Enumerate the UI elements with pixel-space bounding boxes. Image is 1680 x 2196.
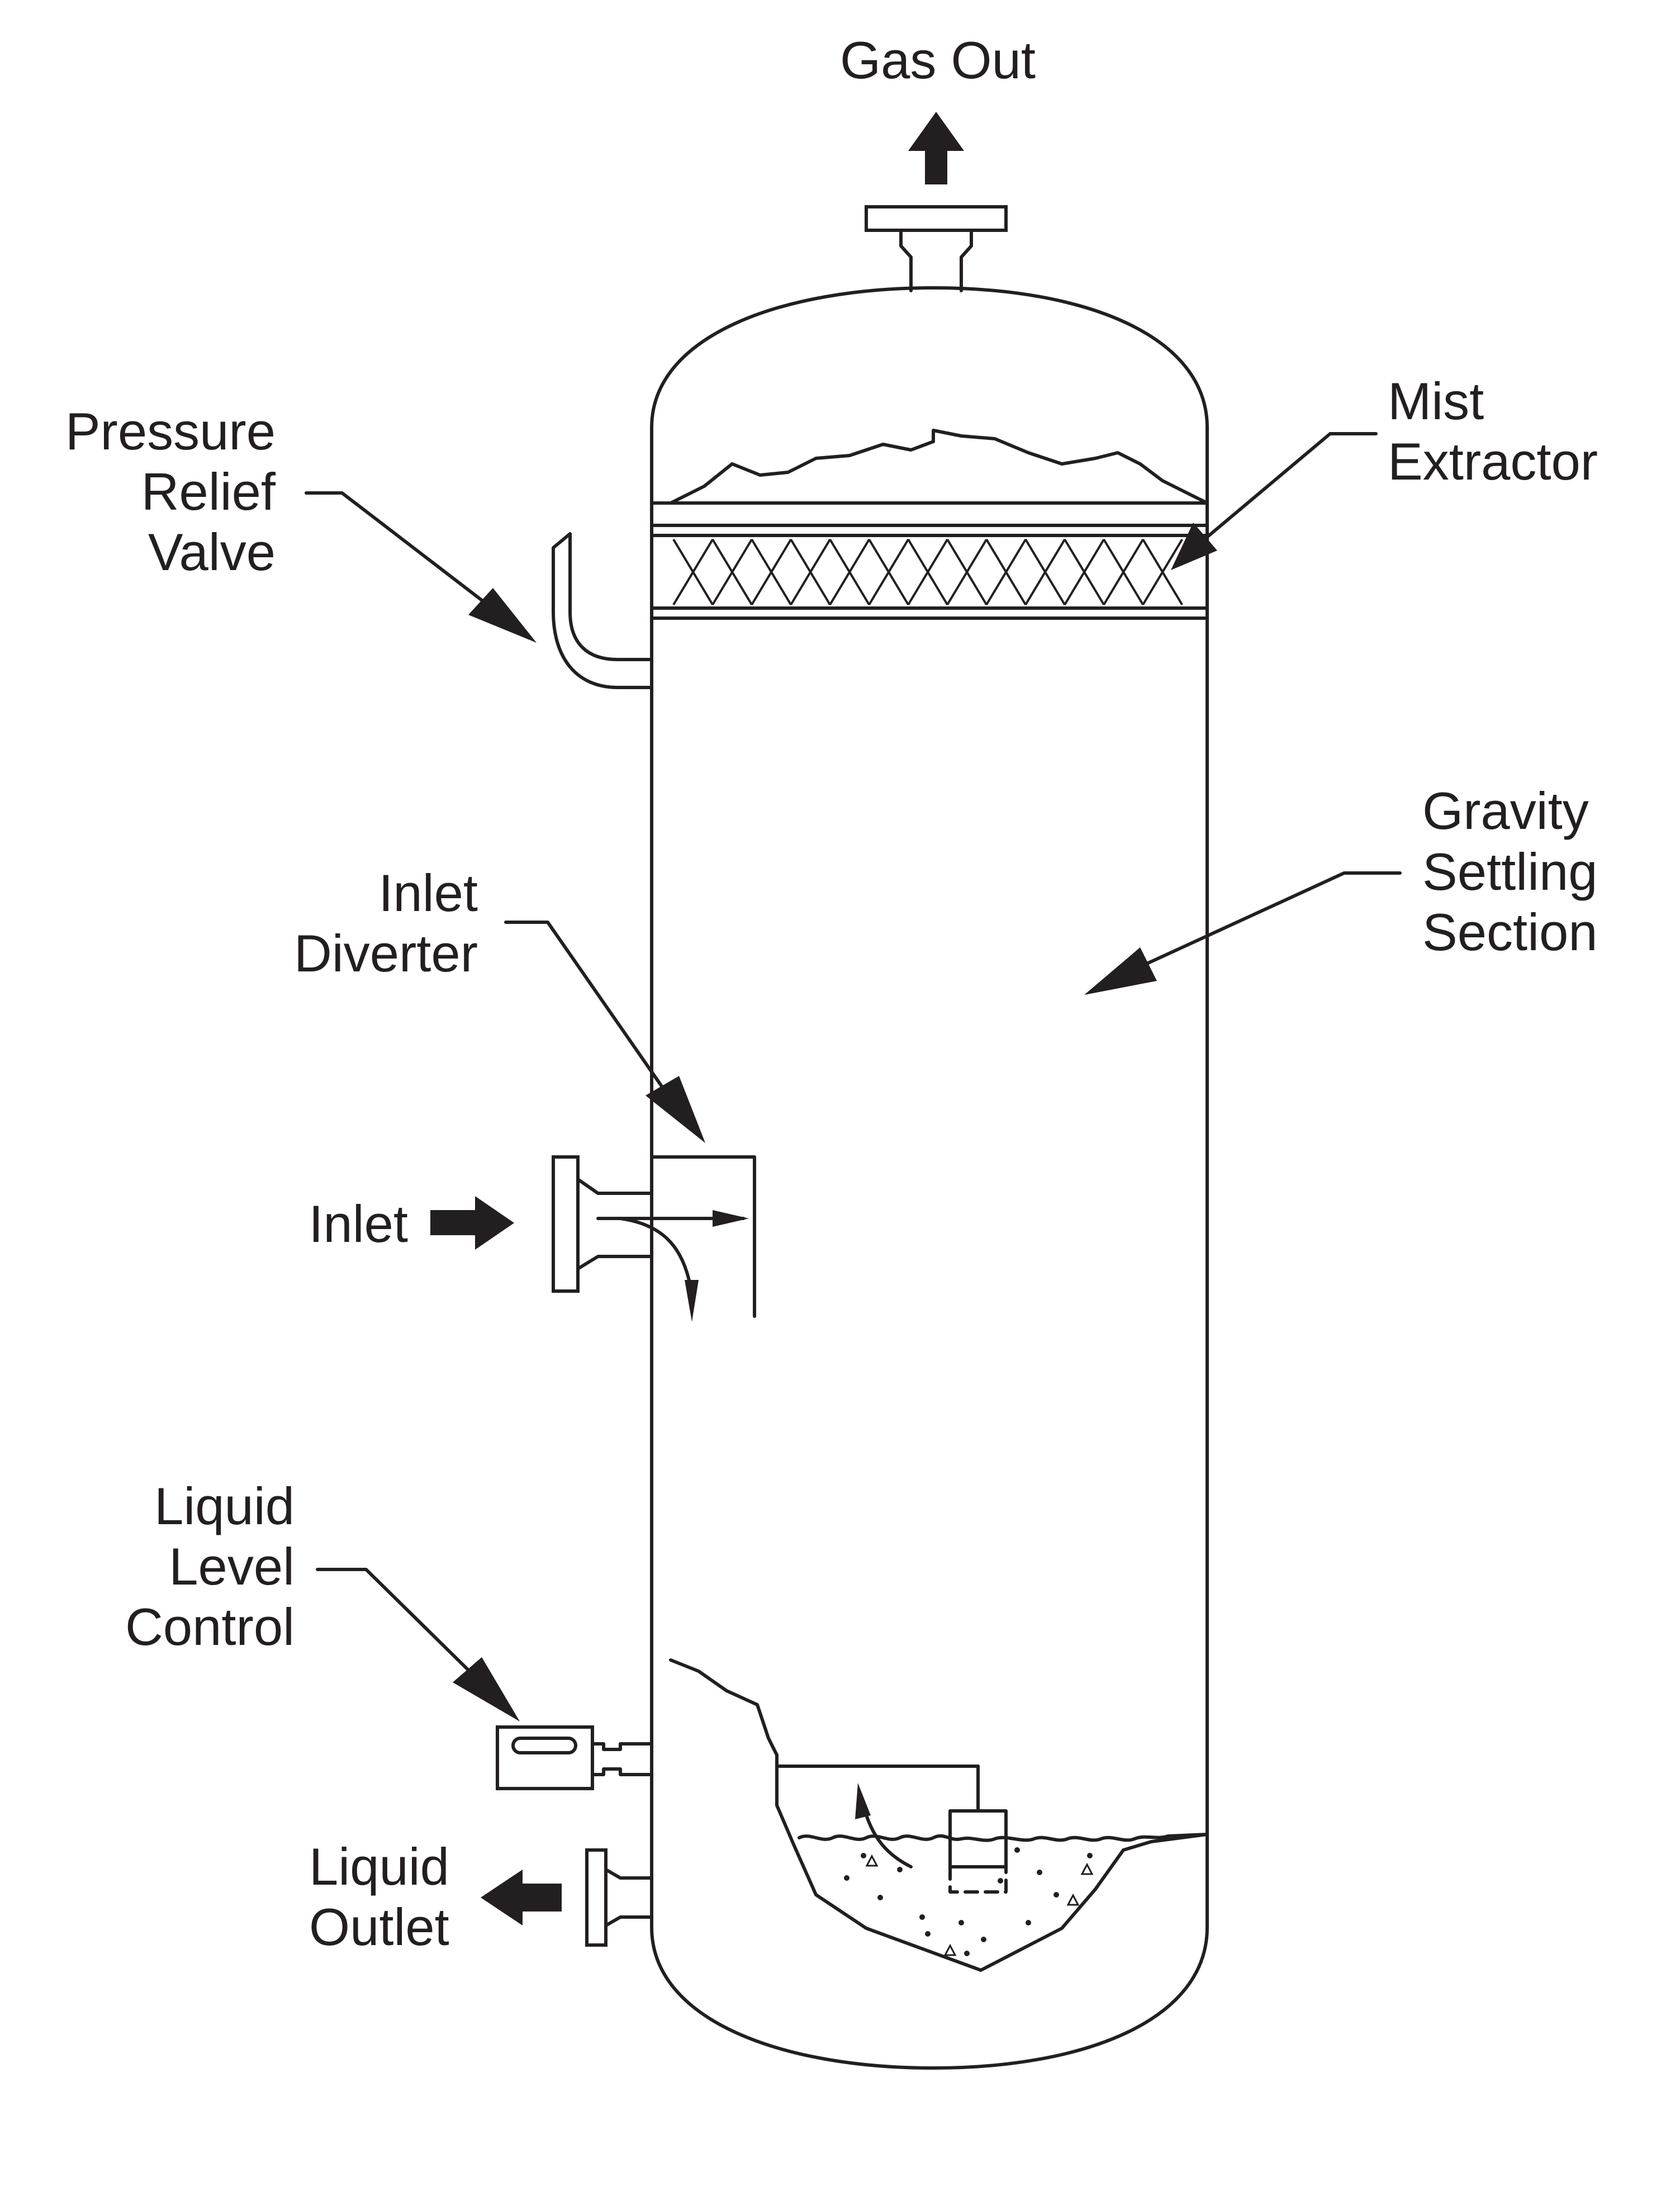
- sediment-speck: [958, 1920, 964, 1925]
- svg-text:Control: Control: [125, 1597, 295, 1656]
- pressure-relief-valve: [552, 532, 653, 689]
- sediment-speck: [925, 1931, 931, 1937]
- sediment-speck: [844, 1875, 850, 1881]
- sediment-speck: [877, 1895, 883, 1900]
- sediment-speck: [964, 1951, 970, 1956]
- sediment-particle: [943, 1943, 957, 1956]
- svg-text:Pressure: Pressure: [65, 402, 276, 461]
- inlet-label: Inlet: [309, 1194, 408, 1253]
- svg-text:Settling: Settling: [1422, 842, 1598, 901]
- sediment-particle: [1066, 1893, 1080, 1906]
- leader-line-pressure-relief: [305, 491, 537, 643]
- gravity-settling-section-label: Gravity Settling Section: [1422, 781, 1598, 961]
- svg-text:Diverter: Diverter: [294, 924, 478, 983]
- mist-extractor: [650, 429, 1209, 620]
- sediment-speck: [1014, 1847, 1020, 1853]
- gas-out-label: Gas Out: [840, 31, 1036, 89]
- leader-line-inlet-diverter: [504, 921, 705, 1143]
- sediment-speck: [1037, 1870, 1042, 1875]
- sediment-speck: [1087, 1853, 1093, 1858]
- inlet-diverter-label: Inlet Diverter: [294, 864, 478, 983]
- leader-line-gravity-settling: [1084, 871, 1402, 995]
- pressure-relief-valve-label: Pressure Relief Valve: [65, 402, 276, 581]
- leader-line-mist-extractor: [1171, 432, 1378, 570]
- liquid-outlet-nozzle: [585, 1848, 653, 1947]
- svg-text:Relief: Relief: [141, 462, 276, 521]
- inlet-arrow-icon: [430, 1196, 514, 1250]
- liquid-level-control: [496, 1725, 653, 1790]
- inlet-nozzle: [552, 1155, 653, 1293]
- gas-out-arrow-icon: [908, 112, 964, 184]
- sediment-speck: [1026, 1920, 1031, 1925]
- svg-text:Mist: Mist: [1388, 372, 1484, 430]
- svg-text:Liquid: Liquid: [154, 1477, 295, 1535]
- liquid-outlet-arrow-icon: [481, 1870, 562, 1925]
- sediment-particle: [865, 1854, 879, 1867]
- svg-text:Gravity: Gravity: [1422, 781, 1589, 840]
- svg-text:Section: Section: [1422, 903, 1598, 961]
- liquid-outlet-label: Liquid Outlet: [309, 1837, 449, 1956]
- sediment-speck: [919, 1914, 925, 1920]
- svg-text:Outlet: Outlet: [309, 1898, 449, 1956]
- leader-line-liquid-level: [316, 1568, 520, 1721]
- gas-outlet-nozzle: [865, 205, 1008, 292]
- sediment-particle: [1080, 1862, 1094, 1875]
- vessel-shell: [650, 286, 1209, 2070]
- inlet-diverter: [596, 1155, 756, 1322]
- svg-text:Extractor: Extractor: [1388, 432, 1598, 491]
- liquid-section: [669, 1658, 1209, 1972]
- mist-extractor-label: Mist Extractor: [1388, 372, 1598, 491]
- sediment-speck: [861, 1853, 866, 1858]
- liquid-level-control-label: Liquid Level Control: [125, 1477, 295, 1656]
- svg-text:Valve: Valve: [148, 523, 276, 581]
- svg-text:Liquid: Liquid: [309, 1837, 449, 1896]
- sediment-speck: [1053, 1892, 1059, 1898]
- sediment-speck: [897, 1867, 903, 1872]
- sediment-speck: [981, 1937, 986, 1942]
- svg-text:Inlet: Inlet: [378, 864, 478, 922]
- sediment-speck: [998, 1878, 1003, 1884]
- svg-text:Level: Level: [169, 1537, 295, 1596]
